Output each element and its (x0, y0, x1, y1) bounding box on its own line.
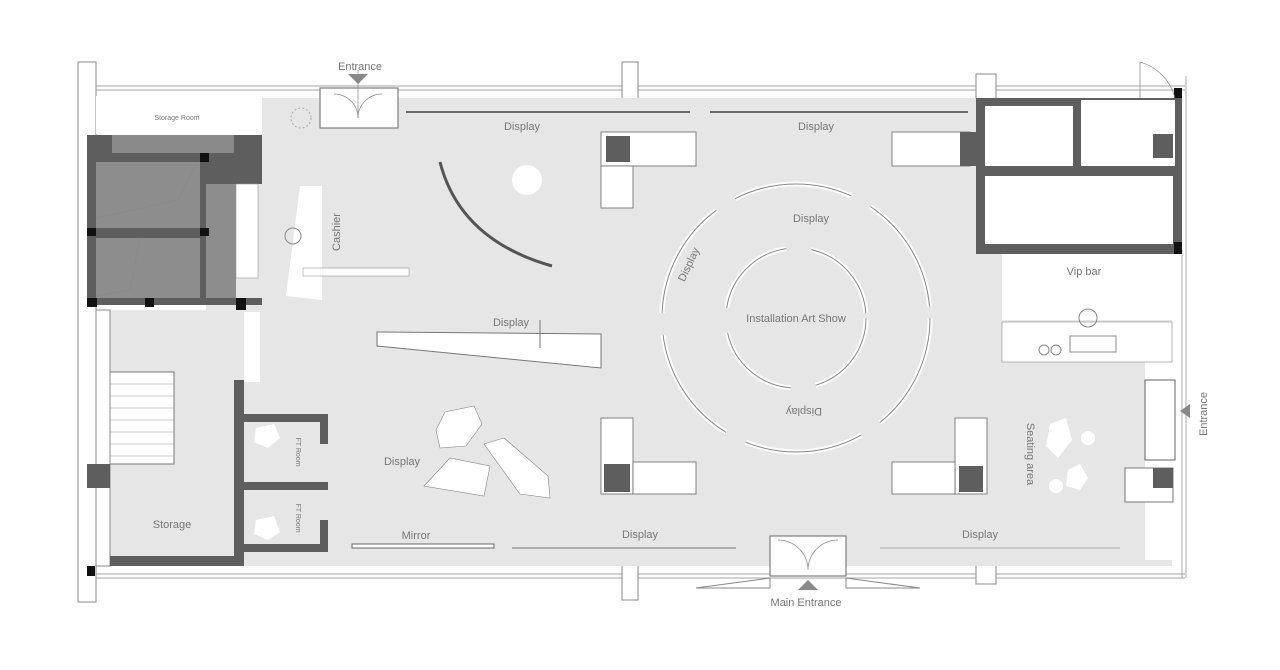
entrance-right-label: Entrance (1198, 392, 1210, 436)
display-ring-bottom-label: Display (785, 405, 822, 417)
installation-rings (659, 181, 933, 455)
display-table (600, 131, 697, 209)
display-top-left-label: Display (504, 121, 541, 133)
vip-bar-label: Vip bar (1067, 266, 1102, 278)
mirror-label: Mirror (402, 530, 431, 542)
storage-room-label: Storage Room (154, 115, 199, 122)
main-entrance[interactable] (695, 535, 921, 590)
display-table (600, 417, 697, 495)
display-bottom-right-label: Display (962, 529, 999, 541)
entrance-arrow-icon (348, 74, 368, 84)
ft-rooms (244, 414, 328, 552)
display-center-left-label: Display (493, 317, 530, 329)
ft-room-2-label: FT Room (294, 503, 301, 532)
wedge-display (376, 331, 602, 369)
display-bottom-center-label: Display (622, 529, 659, 541)
display-table (891, 417, 988, 495)
display-lower-left-label: Display (384, 456, 421, 468)
entrance-top[interactable] (319, 70, 399, 129)
storage-wall (234, 380, 244, 566)
polygon-displays (423, 405, 551, 499)
display-ring-top-label: Display (793, 213, 830, 225)
entrance-arrow-icon (1180, 404, 1190, 418)
seating-furniture (1046, 418, 1095, 493)
curved-display (438, 161, 553, 268)
stairs (87, 309, 175, 567)
entrance-arrow-icon (798, 580, 818, 590)
mirror (351, 543, 495, 549)
outer-walls (77, 61, 1187, 603)
entrance-top-label: Entrance (338, 61, 382, 73)
main-entrance-label: Main Entrance (771, 597, 842, 609)
round-plinth (512, 165, 542, 195)
storage-room (96, 96, 258, 134)
storage-label: Storage (153, 519, 192, 531)
installation-label: Installation Art Show (746, 313, 846, 325)
vip-bar-counter (1038, 308, 1117, 356)
display-top-right-label: Display (798, 121, 835, 133)
back-rooms (976, 61, 1182, 254)
cashier-counter (284, 186, 410, 300)
seating-area-label: Seating area (1024, 423, 1036, 486)
display-table (891, 131, 976, 167)
storage-block (87, 135, 262, 310)
ft-room-1-label: FT Room (294, 437, 301, 466)
gallery-floor (206, 98, 1172, 566)
cashier-label: Cashier (331, 213, 343, 251)
entrance-right[interactable] (1144, 379, 1190, 461)
